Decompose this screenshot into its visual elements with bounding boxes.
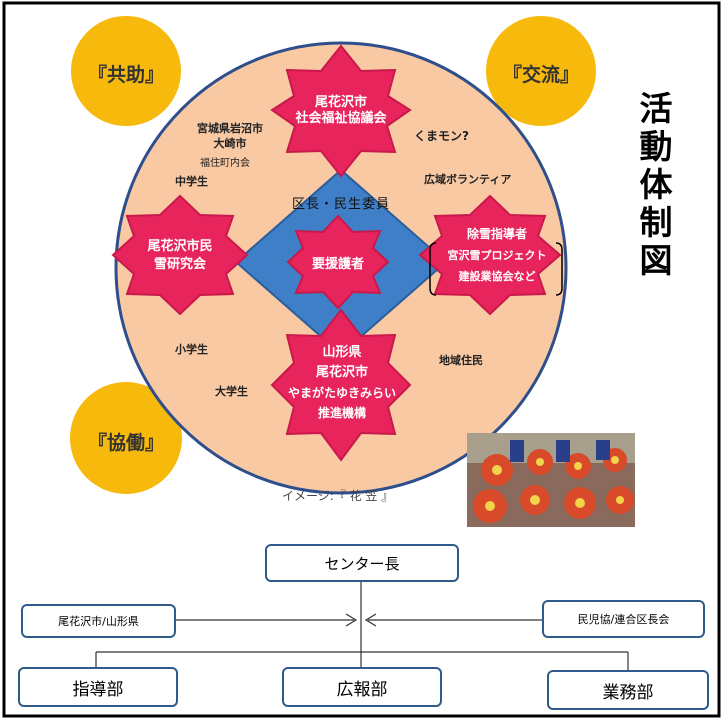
star-top-line1: 尾花沢市 bbox=[314, 95, 367, 110]
star-bottom-line2: 尾花沢市 bbox=[315, 365, 368, 380]
star-top-text: 尾花沢市 社会福祉協議会 bbox=[280, 95, 402, 127]
label-miyagi-line2: 大崎市 bbox=[213, 137, 247, 150]
star-left-line2: 雪研究会 bbox=[153, 257, 206, 272]
vertical-title: 活動体制図 bbox=[639, 89, 673, 280]
star-center bbox=[286, 214, 390, 310]
org-dept-koho: 広報部 bbox=[282, 667, 442, 707]
label-junior-high: 中学生 bbox=[175, 175, 208, 188]
org-dept-gyomu: 業務部 bbox=[547, 670, 709, 710]
star-right-line3: 建設業協会など bbox=[458, 270, 536, 283]
label-miyagi: 宮城県岩沼市 大崎市 bbox=[180, 121, 280, 151]
label-kumamon: くまモン? bbox=[414, 129, 469, 143]
star-bottom-text: 山形県 尾花沢市 やまがたゆきみらい 推進機構 bbox=[272, 343, 412, 423]
corner-circle-kyodo bbox=[70, 382, 182, 494]
org-head-box: センター長 bbox=[265, 544, 459, 582]
star-bottom-line1: 山形県 bbox=[322, 345, 362, 360]
corner-label-kyojo: 『共助』 bbox=[87, 64, 164, 86]
star-left-text: 尾花沢市民 雪研究会 bbox=[125, 238, 235, 274]
label-miyagi-line1: 宮城県岩沼市 bbox=[197, 122, 263, 135]
diamond-label: 区長・民生委員 bbox=[291, 197, 390, 212]
star-right-text: 除雪指導者 宮沢雪プロジェクト 建設業協会など bbox=[432, 224, 562, 287]
org-left-partner-box: 尾花沢市/山形県 bbox=[21, 604, 176, 638]
label-university: 大学生 bbox=[215, 385, 248, 398]
star-right-line1: 除雪指導者 bbox=[466, 227, 527, 241]
org-dept-shido: 指導部 bbox=[18, 667, 178, 707]
star-right-line2: 宮沢雪プロジェクト bbox=[447, 249, 547, 262]
star-center-text: 要援護者 bbox=[311, 257, 364, 272]
star-left-line1: 尾花沢市民 bbox=[147, 239, 213, 254]
corner-label-kyodo: 『協働』 bbox=[87, 432, 164, 454]
star-top-line2: 社会福祉協議会 bbox=[295, 111, 387, 126]
star-top bbox=[270, 44, 412, 178]
corner-circle-kyojo bbox=[71, 16, 181, 126]
org-connectors bbox=[95, 582, 629, 670]
image-caption: イメージ:『 花 笠 』 bbox=[282, 489, 394, 503]
star-bottom bbox=[270, 308, 412, 462]
hanagasa-photo bbox=[467, 433, 635, 527]
label-volunteer: 広域ボランティア bbox=[424, 173, 512, 186]
star-bottom-line3: やまがたゆきみらい bbox=[287, 386, 396, 400]
bracket-right bbox=[555, 242, 563, 296]
corner-label-koryu: 『交流』 bbox=[502, 64, 579, 86]
star-bottom-line4: 推進機構 bbox=[317, 406, 366, 420]
label-residents: 地域住民 bbox=[439, 354, 483, 367]
label-fukuzumi: 福住町内会 bbox=[200, 158, 250, 169]
corner-circle-koryu bbox=[486, 16, 596, 126]
label-elementary: 小学生 bbox=[175, 343, 208, 356]
star-right bbox=[418, 194, 562, 316]
bracket-left bbox=[429, 242, 437, 296]
org-right-partner-box: 民児協/連合区長会 bbox=[542, 600, 705, 638]
star-left bbox=[111, 194, 249, 316]
